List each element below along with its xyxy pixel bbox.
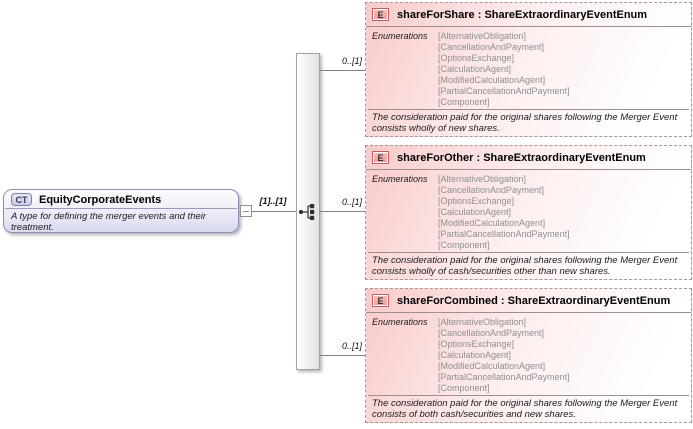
element-description: The consideration paid for the original … (372, 255, 678, 277)
cardinality-label: 0..[1] (341, 56, 362, 66)
enumeration-value: [Component] (438, 383, 490, 393)
connector-line (320, 211, 365, 212)
enumeration-value: [AlternativeObligation] (438, 317, 527, 327)
element-title: shareForOther : ShareExtraordinaryEventE… (397, 152, 646, 164)
enumeration-value: [PartialCancellationAndPayment] (438, 372, 570, 382)
element-header: E shareForShare : ShareExtraordinaryEven… (366, 3, 691, 27)
divider (368, 252, 689, 253)
element-name: shareForCombined (397, 294, 498, 307)
sequence-icon (298, 204, 315, 220)
enumeration-value: [Component] (438, 240, 490, 250)
enumerations-section: Enumerations [AlternativeObligation] [Ca… (366, 27, 691, 109)
element-title: shareForCombined : ShareExtraordinaryEve… (397, 295, 670, 307)
connector-line (320, 70, 365, 71)
complex-type-description: A type for defining the merger events an… (11, 211, 207, 233)
complex-type-badge: CT (11, 193, 32, 206)
enumeration-value: [AlternativeObligation] (438, 174, 527, 184)
divider (368, 109, 689, 110)
element-description: The consideration paid for the original … (372, 112, 678, 134)
enumeration-value: [AlternativeObligation] (438, 31, 527, 41)
element-name: shareForShare (397, 8, 475, 21)
divider (368, 395, 689, 396)
enumeration-value: [CancellationAndPayment] (438, 328, 545, 338)
element-description: The consideration paid for the original … (372, 398, 678, 420)
enumerations-section: Enumerations [AlternativeObligation] [Ca… (366, 313, 691, 395)
type-separator: : (497, 294, 508, 307)
complex-type-title: EquityCorporateEvents (39, 193, 162, 206)
complex-type-box[interactable]: CT EquityCorporateEvents A type for defi… (3, 189, 239, 233)
element-badge: E (372, 151, 389, 164)
element-header: E shareForOther : ShareExtraordinaryEven… (366, 146, 691, 170)
divider (5, 208, 237, 209)
enumerations-list: [AlternativeObligation] [CancellationAnd… (438, 174, 685, 252)
element-title: shareForShare : ShareExtraordinaryEventE… (397, 9, 647, 21)
type-separator: : (473, 151, 484, 164)
enumeration-value: [PartialCancellationAndPayment] (438, 229, 570, 239)
element-name: shareForOther (397, 151, 474, 164)
element-header: E shareForCombined : ShareExtraordinaryE… (366, 289, 691, 313)
connector-line (252, 211, 296, 212)
enumeration-value: [CancellationAndPayment] (438, 185, 545, 195)
element-type: ShareExtraordinaryEventEnum (484, 8, 648, 21)
element-box-shareForCombined[interactable]: E shareForCombined : ShareExtraordinaryE… (365, 288, 692, 423)
enumeration-value: [CancellationAndPayment] (438, 42, 545, 52)
connector-line (320, 355, 365, 356)
enumeration-value: [OptionsExchange] (438, 339, 515, 349)
enumeration-value: [OptionsExchange] (438, 53, 515, 63)
element-box-shareForOther[interactable]: E shareForOther : ShareExtraordinaryEven… (365, 145, 692, 280)
enumeration-value: [ModifiedCalculationAgent] (438, 361, 546, 371)
element-badge: E (372, 8, 389, 21)
element-box-shareForShare[interactable]: E shareForShare : ShareExtraordinaryEven… (365, 2, 692, 137)
minus-icon (243, 211, 249, 212)
enumerations-list: [AlternativeObligation] [CancellationAnd… (438, 317, 685, 395)
enumeration-value: [ModifiedCalculationAgent] (438, 75, 546, 85)
cardinality-label-parent: [1]..[1] (259, 196, 287, 206)
cardinality-label: 0..[1] (341, 341, 362, 351)
enumerations-label: Enumerations (372, 31, 428, 41)
element-type: ShareExtraordinaryEventEnum (483, 151, 646, 164)
enumeration-value: [ModifiedCalculationAgent] (438, 218, 546, 228)
enumeration-value: [CalculationAgent] (438, 350, 512, 360)
enumeration-value: [CalculationAgent] (438, 64, 512, 74)
enumeration-value: [Component] (438, 97, 490, 107)
enumerations-label: Enumerations (372, 317, 428, 327)
element-type: ShareExtraordinaryEventEnum (507, 294, 671, 307)
enumeration-value: [CalculationAgent] (438, 207, 512, 217)
collapse-handle[interactable] (240, 205, 252, 217)
complex-type-header: CT EquityCorporateEvents (4, 190, 238, 208)
enumerations-section: Enumerations [AlternativeObligation] [Ca… (366, 170, 691, 252)
enumerations-list: [AlternativeObligation] [CancellationAnd… (438, 31, 685, 109)
cardinality-label: 0..[1] (341, 197, 362, 207)
enumeration-value: [PartialCancellationAndPayment] (438, 86, 570, 96)
type-separator: : (474, 8, 485, 21)
enumeration-value: [OptionsExchange] (438, 196, 515, 206)
element-badge: E (372, 294, 389, 307)
enumerations-label: Enumerations (372, 174, 428, 184)
